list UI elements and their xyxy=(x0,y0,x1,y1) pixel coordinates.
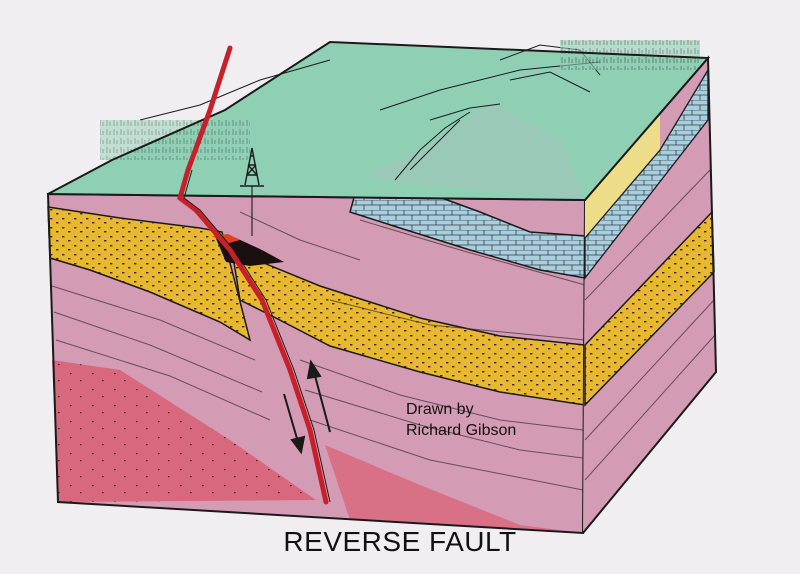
credit-line-1: Drawn by xyxy=(406,401,474,418)
top-outline xyxy=(47,40,711,202)
right-face xyxy=(582,55,718,534)
strata-lines xyxy=(51,211,586,491)
credit-line-2: Richard Gibson xyxy=(406,422,517,439)
front-face xyxy=(46,175,587,535)
author-credit: Drawn by Richard Gibson xyxy=(406,399,516,441)
oil-derrick-icon xyxy=(240,147,264,236)
right-strata-lines xyxy=(584,169,716,481)
fault-line-outline xyxy=(183,169,331,503)
fault-line xyxy=(177,45,329,505)
diagram-title: REVERSE FAULT xyxy=(283,526,517,557)
front-deep-red-rock-right xyxy=(325,445,583,533)
right-pale-sand xyxy=(585,110,660,238)
grass-patch-left xyxy=(100,120,250,160)
arrow-down-icon xyxy=(283,393,306,455)
sandstone-left xyxy=(47,206,252,342)
top-scarp xyxy=(360,102,585,200)
arrow-up-icon xyxy=(306,359,331,433)
top-surface xyxy=(47,40,711,202)
front-deep-red-rock xyxy=(52,360,316,502)
